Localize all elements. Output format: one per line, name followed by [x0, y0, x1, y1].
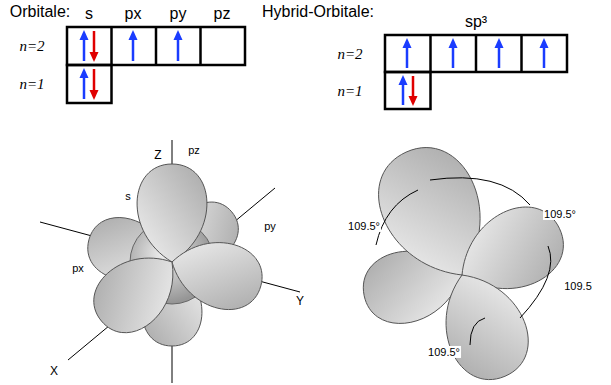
- px-lobe: [80, 237, 193, 346]
- orbital-name: s: [85, 5, 93, 23]
- cell-divider: [199, 27, 202, 65]
- angle-arc: [430, 178, 530, 205]
- shell-label: n=2: [337, 46, 362, 63]
- cell-divider: [110, 27, 113, 65]
- orbital-row: [67, 27, 245, 65]
- axis-label: Z: [153, 149, 162, 162]
- atomic-orbitals: [40, 140, 300, 383]
- hybrid-orbitals: [357, 132, 576, 385]
- section-heading: Orbitale:: [10, 3, 70, 21]
- arrow-head: [495, 38, 504, 48]
- sp3-lobe: [426, 260, 541, 385]
- orbital-label: px: [71, 262, 85, 274]
- cell-divider: [155, 27, 158, 65]
- electron-arrows: [80, 30, 549, 106]
- angle-arc: [520, 246, 551, 318]
- cell-divider: [520, 35, 523, 72]
- arrow-head: [449, 38, 458, 48]
- shell-label: n=1: [337, 83, 362, 100]
- angle-arcs: [376, 178, 551, 345]
- orbital-cell: [67, 65, 112, 103]
- arrow-head: [90, 90, 99, 100]
- arrow-head: [80, 68, 89, 78]
- shell-label: n=1: [19, 76, 44, 93]
- orbital-name: pz: [214, 5, 231, 23]
- angle-arc: [376, 190, 418, 245]
- angle-label: 109.5°: [427, 346, 461, 358]
- py-lobe: [164, 230, 270, 317]
- orbital-name: px: [125, 5, 142, 23]
- arrow-head: [409, 96, 418, 106]
- angle-label: 109.5°: [347, 220, 381, 232]
- orbital-name: sp³: [465, 13, 487, 31]
- orbital-label: py: [263, 220, 277, 232]
- arrow-head: [90, 52, 99, 62]
- orbital-boxes: [67, 27, 245, 103]
- arrow-head: [399, 75, 408, 85]
- section-heading: Hybrid-Orbitale:: [262, 3, 374, 21]
- cell-divider: [429, 35, 432, 72]
- angle-label: 109.5: [563, 280, 593, 292]
- arrow-head: [80, 30, 89, 40]
- hybrid-boxes: [385, 35, 567, 109]
- orbital-row: [385, 35, 567, 72]
- orbital-label: s: [124, 190, 132, 202]
- orbital-cell: [385, 72, 431, 109]
- angle-label: 109.5°: [543, 208, 577, 220]
- axis-label: Y: [295, 295, 305, 308]
- arrow-head: [403, 38, 412, 48]
- arrow-head: [129, 30, 138, 40]
- orbital-label: pz: [187, 144, 201, 156]
- orbital-name: py: [170, 5, 187, 23]
- axis-label: X: [49, 365, 59, 378]
- arrow-head: [174, 30, 183, 40]
- shell-label: n=2: [19, 38, 44, 55]
- angle-arc: [470, 318, 485, 345]
- arrow-head: [540, 38, 549, 48]
- cell-divider: [475, 35, 478, 72]
